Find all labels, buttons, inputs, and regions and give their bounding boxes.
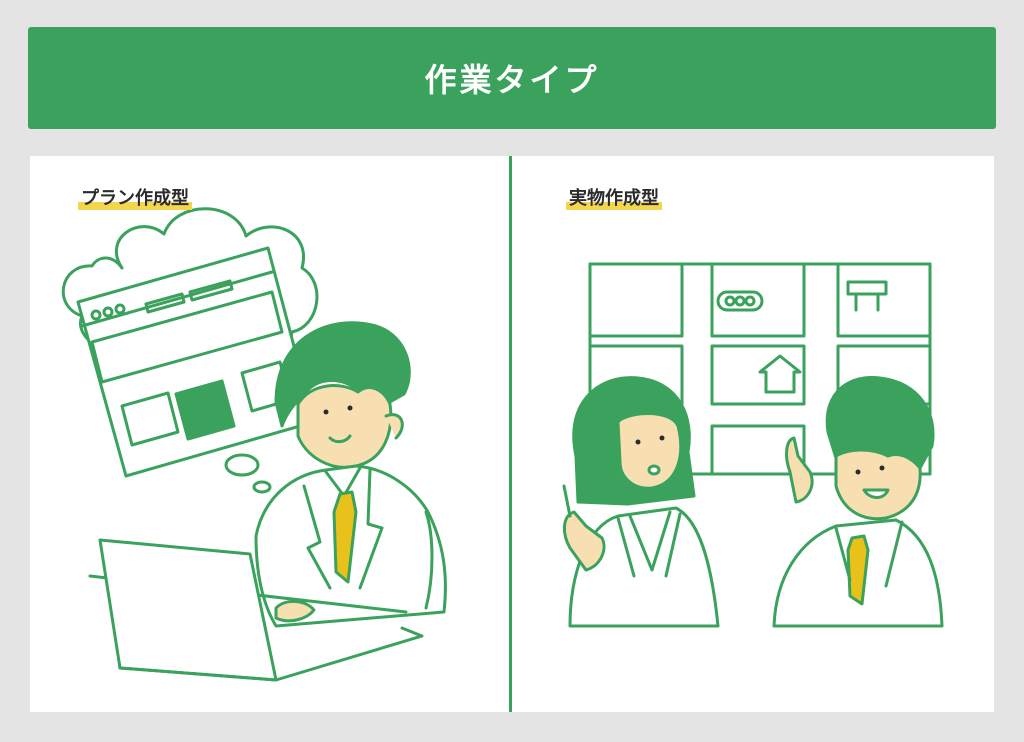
person-planner <box>254 321 447 628</box>
laptop-icon <box>88 538 424 682</box>
header-banner: 作業タイプ <box>28 27 996 129</box>
physical-type-label: 実物作成型 <box>566 186 662 212</box>
illustration-canvas <box>61 207 944 682</box>
person-woman <box>562 376 720 628</box>
content-panel: プラン作成型 実物作成型 <box>30 156 994 712</box>
browser-window-icon <box>76 246 316 478</box>
page-title: 作業タイプ <box>424 61 600 99</box>
plan-type-label: プラン作成型 <box>78 186 192 212</box>
person-man-pointing <box>772 375 944 628</box>
panel-divider <box>509 156 512 712</box>
